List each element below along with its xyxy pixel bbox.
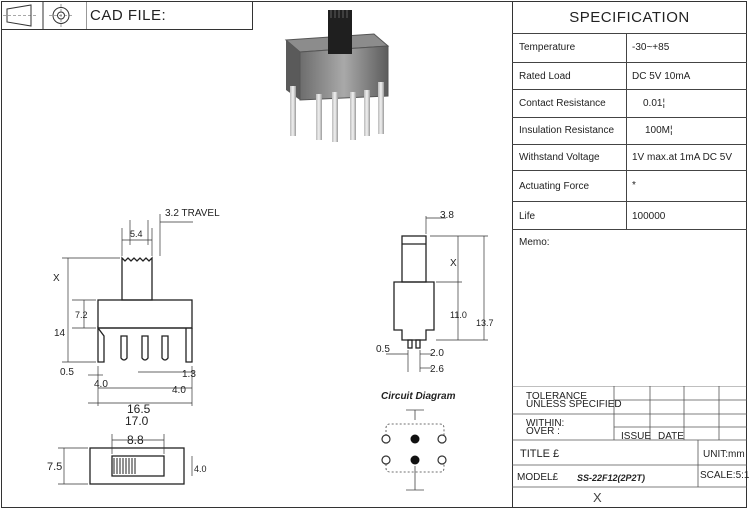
projection-symbol-icon xyxy=(3,1,87,30)
spec-divider xyxy=(512,33,747,34)
dim-travel: 3.2 TRAVEL xyxy=(165,208,220,219)
side-view-drawing: 3.8 X 11.0 13.7 0.5 2.0 2.6 xyxy=(376,210,494,375)
front-view-drawing: 3.2 TRAVEL 5.4 X 7.2 14 0.5 4.0 1.3 4.0 … xyxy=(53,208,220,428)
spec-value: 1V max.at 1mA DC 5V xyxy=(632,152,733,163)
date-label: DATE xyxy=(658,431,684,442)
unit-label: UNIT:mm xyxy=(703,449,745,460)
over-label: OVER : xyxy=(526,426,560,437)
spec-divider xyxy=(512,144,747,145)
spec-key: Rated Load xyxy=(519,71,571,82)
spec-divider xyxy=(512,201,747,202)
dim-side-x: X xyxy=(450,258,457,269)
within-label: WITHIN: xyxy=(526,418,565,429)
dim-pin-right-2: 4.0 xyxy=(172,385,186,396)
dim-pin-right: 1.3 xyxy=(182,369,196,380)
spec-key: Insulation Resistance xyxy=(519,125,615,136)
dim-pin-offset: 0.5 xyxy=(60,367,74,378)
scale-label: SCALE:5:1 xyxy=(700,470,750,481)
dim-top-width: 4.0 xyxy=(194,464,207,474)
spec-key: Actuating Force xyxy=(519,181,590,192)
cad-title-box xyxy=(1,1,253,30)
spec-value: DC 5V 10mA xyxy=(632,71,691,82)
title-label: TITLE £ xyxy=(520,448,560,460)
dim-depth: 7.5 xyxy=(47,461,62,473)
switch-product-photo xyxy=(284,10,390,142)
dim-side-pin-w2: 2.6 xyxy=(430,364,444,375)
dim-side-pin-left: 0.5 xyxy=(376,344,390,355)
tolerance-label-2: UNLESS SPECIFIED xyxy=(526,399,622,410)
dim-side-top: 3.8 xyxy=(440,210,454,221)
dim-side-pin-w: 2.0 xyxy=(430,348,444,359)
spec-value: 100M¦ xyxy=(645,125,673,136)
specification-title: SPECIFICATION xyxy=(569,9,690,26)
title-block-grid xyxy=(512,386,747,488)
spec-value: * xyxy=(632,180,636,191)
spec-divider xyxy=(512,170,747,171)
model-value: SS-22F12(2P2T) xyxy=(577,473,646,483)
spec-value: -30~+85 xyxy=(632,42,670,53)
tolerance-label: TOLERANCE xyxy=(526,391,587,402)
specification-panel xyxy=(512,1,747,508)
spec-column-divider xyxy=(626,33,627,229)
dim-side-height1: 11.0 xyxy=(450,310,467,320)
issue-label: ISSUE xyxy=(621,431,652,442)
memo-label: Memo: xyxy=(519,237,550,248)
top-view-drawing: 8.8 7.5 4.0 xyxy=(47,433,207,485)
model-label: MODEL£ xyxy=(517,472,559,483)
dim-x: X xyxy=(53,273,60,284)
spec-divider xyxy=(512,229,747,230)
spec-value: 0.01¦ xyxy=(643,98,666,109)
spec-key: Contact Resistance xyxy=(519,98,606,109)
dim-side-height2: 13.7 xyxy=(476,318,494,328)
spec-value: 100000 xyxy=(632,211,666,222)
spec-divider xyxy=(512,62,747,63)
spec-divider xyxy=(512,89,747,90)
dim-total-height: 14 xyxy=(54,328,66,339)
dim-knob-width: 5.4 xyxy=(130,229,143,239)
dim-pcb-width: 16.5 xyxy=(127,402,151,416)
spec-key: Withstand Voltage xyxy=(519,152,600,163)
bottom-mark: X xyxy=(593,490,602,505)
dim-body-height: 7.2 xyxy=(75,310,88,320)
dim-slot: 8.8 xyxy=(127,433,144,447)
spec-divider xyxy=(512,117,747,118)
dim-body-width: 17.0 xyxy=(125,414,149,428)
dim-pin-pitch: 4.0 xyxy=(94,379,108,390)
circuit-diagram xyxy=(381,409,447,491)
spec-key: Temperature xyxy=(519,42,576,53)
cad-file-label: CAD FILE: xyxy=(90,7,167,24)
spec-key: Life xyxy=(519,211,536,222)
circuit-diagram-title: Circuit Diagram xyxy=(381,391,456,402)
